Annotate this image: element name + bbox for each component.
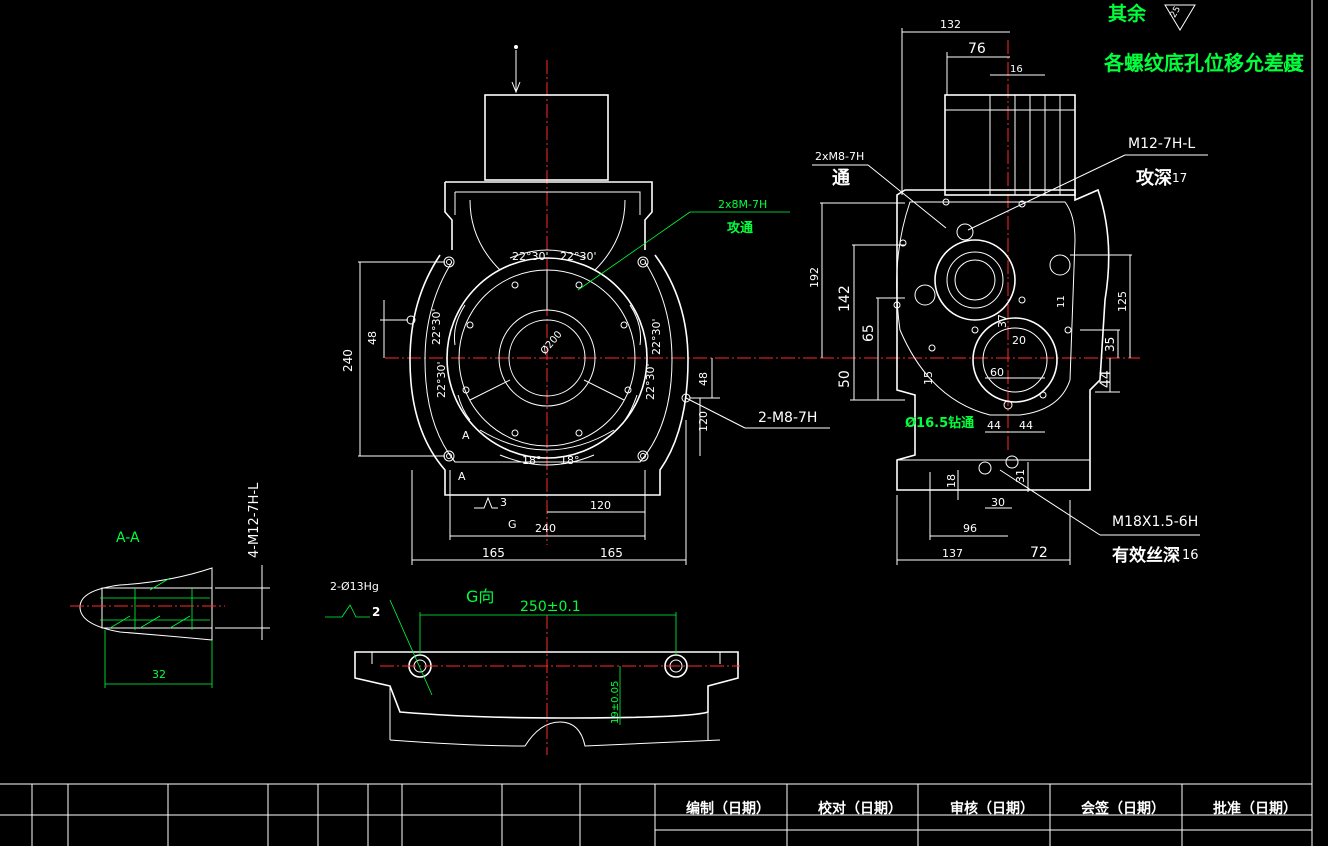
dim-text: 48 (366, 331, 379, 345)
dim-text: 120 (697, 411, 710, 432)
dim-text: 192 (808, 267, 821, 288)
dim-text: 120 (590, 499, 611, 512)
callout-youxiao-value: 16 (1182, 548, 1199, 563)
dim-text: 76 (968, 41, 986, 57)
dim-text: 35 (1103, 337, 1117, 352)
dim-text: 65 (861, 324, 877, 342)
angle-label: 22°30' (512, 250, 549, 263)
rest-label: 其余 (1108, 2, 1147, 25)
dim-text: 50 (837, 370, 853, 388)
dim-text: 250±0.1 (520, 599, 581, 615)
view-marker-g: G (508, 518, 517, 531)
hole-top-callout: 2x8M-7H (718, 198, 767, 211)
callout-tong: 通 (832, 168, 850, 189)
dim-text: 44 (1019, 419, 1033, 432)
angle-label: 22°30' (650, 318, 663, 355)
dim-text: 30 (991, 496, 1005, 509)
dim-text: 137 (942, 547, 963, 560)
callout-m12: M12-7H-L (1128, 136, 1195, 152)
dim-text: 32 (152, 668, 166, 681)
dim-text: 142 (837, 285, 853, 312)
dim-text: 240 (341, 349, 355, 372)
title-cell: 审核（日期） (950, 800, 1034, 817)
drill-callout: Ø16.5钻通 (905, 415, 974, 431)
title-block: 编制（日期） 校对（日期） 审核（日期） 会签（日期） 批准（日期） (0, 784, 1312, 846)
dim-text: 20 (1012, 334, 1026, 347)
g-view-title: G向 (466, 587, 494, 606)
callout-gongshen-value: 17 (1172, 171, 1187, 185)
roughness-symbol-icon (1164, 4, 1196, 31)
dim-text: 37 (996, 314, 1009, 328)
roughness-value: 25 (1169, 5, 1183, 20)
hole-right-callout: 2-M8-7H (758, 410, 817, 426)
title-cell: 批准（日期） (1213, 800, 1297, 817)
thread-tolerance-value: 0.2 (1283, 59, 1302, 73)
dim-text: 240 (535, 522, 556, 535)
dim-text: 44 (987, 419, 1001, 432)
dim-text: 125 (1116, 291, 1129, 312)
diameter-label: Ø200 (538, 329, 565, 357)
callout-2xm8: 2xM8-7H (815, 150, 864, 163)
thread-tolerance: 各螺纹底孔位移允差度 (1103, 51, 1305, 75)
hole-top-note: 攻通 (727, 220, 753, 236)
dim-text: 18 (945, 474, 958, 488)
dim-text: 48 (697, 372, 710, 386)
side-view (812, 28, 1208, 565)
section-marker: A (458, 470, 466, 483)
dim-text: 16 (1010, 64, 1023, 75)
angle-label: 22°30' (435, 361, 448, 398)
dim-text: 19±0.05 (610, 681, 621, 724)
dim-text: 165 (482, 546, 505, 560)
front-view (358, 45, 830, 565)
g-view: G向 2-Ø13Hg 2 250±0.1 19±0.05 (325, 580, 740, 755)
callout-youxiao: 有效丝深 (1112, 545, 1180, 566)
angle-label: 22°30' (644, 363, 657, 400)
section-aa-title: A-A (116, 530, 140, 546)
general-notes: 其余 25 各螺纹底孔位移允差度 0.2 (1103, 2, 1305, 75)
title-cell: 编制（日期） (686, 800, 770, 817)
dim-text: 11 (1056, 295, 1067, 308)
section-marker: A (462, 429, 470, 442)
hole-callout: 2-Ø13Hg (330, 580, 379, 593)
dim-text: 60 (990, 366, 1004, 379)
callout-m18: M18X1.5-6H (1112, 514, 1198, 530)
dim-text: 96 (963, 522, 977, 535)
dim-text: 165 (600, 546, 623, 560)
roughness-value: 2 (372, 605, 380, 619)
angle-label: 18° (560, 454, 580, 467)
roughness-value: 3 (500, 496, 507, 509)
callout-gongshen: 攻深 (1136, 167, 1172, 189)
thread-callout: 4-M12-7H-L (247, 482, 262, 558)
title-cell: 会签（日期） (1081, 800, 1165, 817)
angle-label: 22°30' (560, 250, 597, 263)
angle-label: 18° (522, 454, 542, 467)
angle-label: 22°30' (430, 308, 443, 345)
dim-text: 31 (1014, 469, 1027, 483)
title-cell: 校对（日期） (818, 800, 902, 817)
section-aa: A-A 4-M12-7H-L 32 (70, 482, 270, 688)
dim-text: 132 (940, 18, 961, 31)
dim-text: 15 (922, 371, 935, 385)
dim-text: 44 (1098, 370, 1114, 388)
dim-text: 72 (1030, 545, 1048, 561)
